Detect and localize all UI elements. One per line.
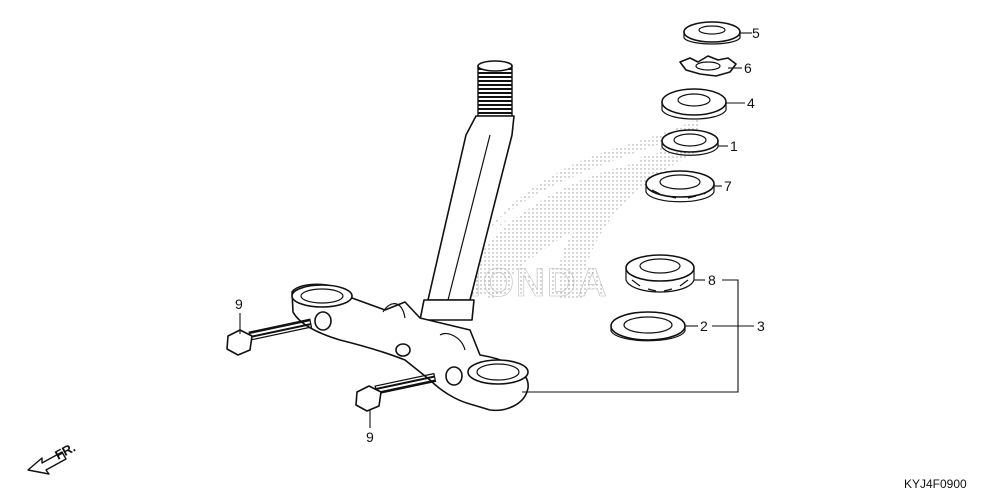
nut-5-outer — [683, 21, 741, 43]
stem-top — [477, 60, 513, 72]
seal-1-outer — [661, 129, 719, 153]
nut-4-side — [661, 102, 727, 120]
honda-wing-watermark: HONDA — [452, 118, 700, 305]
part-8-lower-bearing — [625, 254, 695, 293]
bolt-lower — [355, 372, 437, 412]
leader-lines — [239, 32, 754, 428]
bridge-center-hole — [395, 343, 411, 357]
wing-shape — [455, 118, 700, 300]
callout-5: 5 — [752, 25, 760, 41]
bearing-8-bore — [639, 258, 681, 274]
bridge-right-bolt-hole — [445, 366, 463, 386]
bridge-left-bore — [300, 288, 344, 304]
callout-6: 6 — [744, 60, 752, 76]
front-arrow-icon — [27, 451, 67, 475]
bolt-upper — [226, 318, 313, 356]
seal-1-bore — [673, 133, 707, 147]
leader-bracket-3-to-bridge — [522, 279, 739, 393]
bridge-center-boss — [382, 303, 466, 351]
nut-4-bore — [677, 93, 711, 107]
bridge-left-bolt-hole — [314, 311, 332, 331]
callout-2: 2 — [700, 318, 708, 334]
bearing-7-balls — [651, 189, 711, 199]
callout-7: 7 — [724, 178, 732, 194]
washer-6-outer — [679, 55, 737, 77]
callout-3: 3 — [757, 318, 765, 334]
callout-4: 4 — [747, 95, 755, 111]
part-7-upper-bearing — [645, 170, 715, 203]
bearing-8-side — [625, 268, 695, 293]
washer-6-bore — [695, 61, 721, 71]
seal-2-side — [610, 326, 686, 342]
steering-stem — [419, 60, 515, 321]
bolt-lower-shank — [374, 372, 437, 395]
seal-2-outer — [610, 311, 686, 341]
stem-collar — [419, 299, 475, 321]
part-1-dust-seal — [661, 129, 719, 156]
part-4-adjusting-nut — [661, 88, 727, 120]
wing-feathers — [468, 138, 681, 262]
seal-2-bore — [623, 316, 673, 334]
part-6-lock-washer — [679, 55, 737, 77]
nut-5-side — [683, 32, 741, 45]
bearing-7-side — [645, 184, 715, 203]
callout-9-lower: 9 — [366, 429, 374, 445]
stem-thread — [477, 65, 513, 117]
part-2-lower-dust-seal — [610, 311, 686, 342]
stem-shaft-highlight — [447, 134, 491, 301]
bolt-lower-head — [355, 385, 382, 412]
seal-1-side — [661, 141, 719, 156]
bolt-upper-shank — [248, 318, 313, 341]
figure-code: KYJ4F0900 — [904, 477, 967, 491]
bearing-7-bore — [659, 174, 701, 190]
bottom-bridge — [291, 283, 529, 412]
part-5-lock-nut — [683, 21, 741, 45]
callout-1: 1 — [730, 138, 738, 154]
nut-5-bore — [698, 25, 726, 35]
callout-8: 8 — [708, 272, 716, 288]
front-direction-indicator: FR. — [27, 440, 78, 475]
callout-9-upper: 9 — [235, 296, 243, 312]
callout-numbers: 5 6 4 1 7 8 2 3 9 9 — [235, 25, 765, 445]
nut-4-outer — [661, 88, 727, 116]
bridge-right-bore — [476, 363, 520, 381]
bearing-8-balls — [631, 279, 689, 292]
